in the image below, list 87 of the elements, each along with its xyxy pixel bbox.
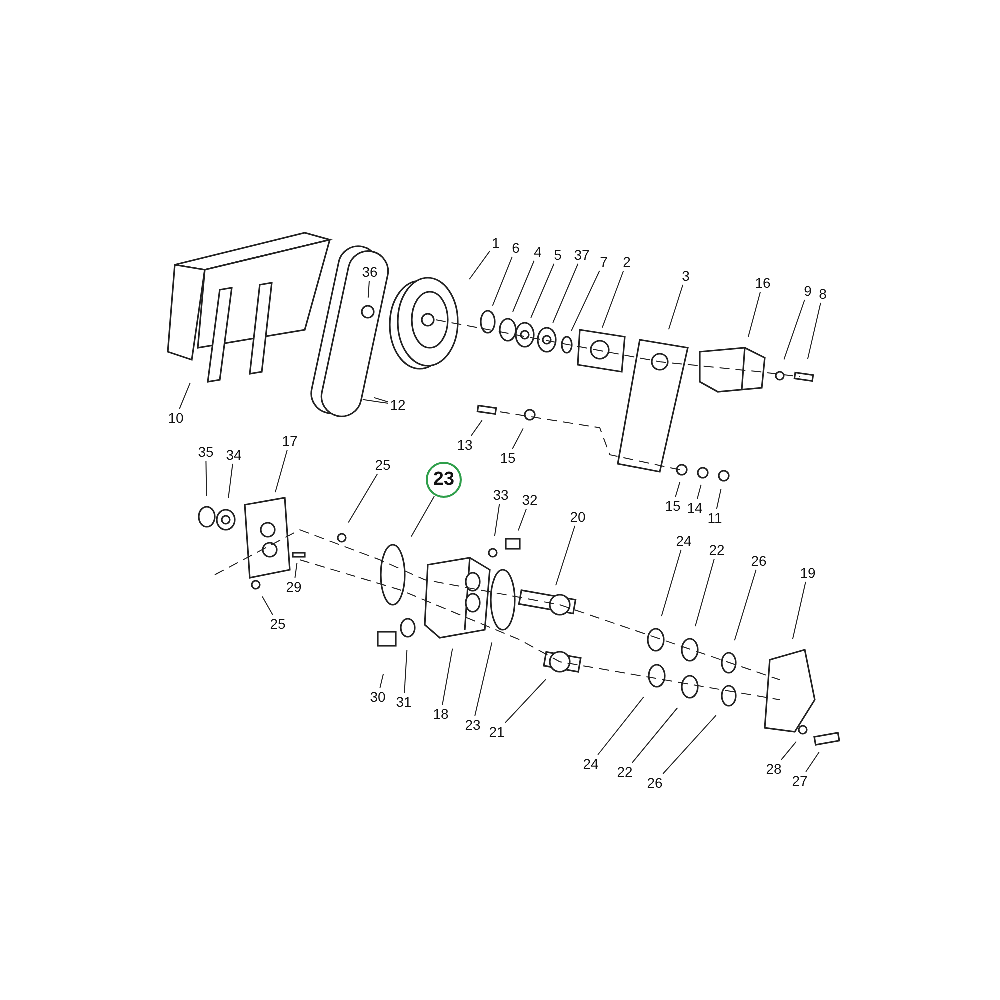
leader-line <box>602 270 624 328</box>
leader-line <box>512 260 535 312</box>
callout-number: 25 <box>269 616 287 632</box>
leader-line <box>512 428 524 450</box>
leader-line <box>716 488 722 510</box>
leader-line <box>294 562 298 578</box>
leader-line <box>697 484 702 500</box>
leader-line <box>695 558 715 627</box>
callout-number: 5 <box>553 247 563 263</box>
leader-line <box>530 264 555 318</box>
leader-line <box>206 460 208 496</box>
callout-number: 15 <box>499 450 517 466</box>
callout-number: 35 <box>197 444 215 460</box>
callout-number: 8 <box>818 286 828 302</box>
callout-number: 2 <box>622 254 632 270</box>
callout-number: 26 <box>750 553 768 569</box>
callout-number: 31 <box>395 694 413 710</box>
callout-number: 30 <box>369 689 387 705</box>
leader-line <box>807 302 822 360</box>
leader-line <box>675 482 681 498</box>
leader-line <box>362 399 389 404</box>
callout-number: 33 <box>492 487 510 503</box>
callout-number: 1 <box>491 235 501 251</box>
leader-line <box>474 642 493 716</box>
leader-line <box>470 420 483 436</box>
leader-line <box>411 496 435 538</box>
callout-number: 17 <box>281 433 299 449</box>
leader-line <box>348 474 378 524</box>
callout-number: 22 <box>616 764 634 780</box>
leader-line <box>492 256 513 306</box>
leader-line <box>598 696 644 756</box>
callout-number: 4 <box>533 244 543 260</box>
callout-number: 27 <box>791 773 809 789</box>
leader-line <box>374 397 389 403</box>
leader-line <box>262 596 274 616</box>
callout-number: 24 <box>582 756 600 772</box>
leader-line <box>228 464 234 499</box>
leader-line <box>380 674 384 688</box>
leader-line <box>469 250 491 280</box>
leader-line <box>494 504 500 537</box>
callout-number: 23 <box>426 462 462 498</box>
callout-number: 36 <box>361 264 379 280</box>
callout-number: 28 <box>765 761 783 777</box>
callout-number: 11 <box>706 510 724 526</box>
callout-number: 19 <box>799 565 817 581</box>
leader-line <box>179 382 191 410</box>
leader-line <box>504 679 547 724</box>
leader-line <box>442 648 454 706</box>
callout-number: 34 <box>225 447 243 463</box>
leader-line <box>368 280 370 298</box>
callout-number: 13 <box>456 437 474 453</box>
leader-line <box>781 741 797 760</box>
leader-line <box>571 270 600 332</box>
leader-line <box>748 292 762 338</box>
callout-number: 21 <box>488 724 506 740</box>
leader-line <box>518 508 528 532</box>
callout-number: 22 <box>708 542 726 558</box>
leader-line <box>734 570 757 642</box>
callout-number: 12 <box>389 397 407 413</box>
callout-number: 26 <box>646 775 664 791</box>
callout-number: 3 <box>681 268 691 284</box>
leader-line <box>806 752 820 772</box>
callout-number: 16 <box>754 275 772 291</box>
callout-number: 24 <box>675 533 693 549</box>
callout-number: 7 <box>599 254 609 270</box>
leader-line <box>784 300 806 360</box>
callout-number: 23 <box>464 717 482 733</box>
callout-number: 32 <box>521 492 539 508</box>
leader-line <box>668 284 684 330</box>
callout-number: 15 <box>664 498 682 514</box>
callout-number: 18 <box>432 706 450 722</box>
callout-number: 10 <box>167 410 185 426</box>
leader-line <box>792 582 806 640</box>
leader-line <box>661 550 682 617</box>
callout-number: 25 <box>374 457 392 473</box>
callout-number: 37 <box>573 247 591 263</box>
callout-number: 9 <box>803 283 813 299</box>
leader-line <box>662 715 717 774</box>
leader-line <box>552 264 579 324</box>
leader-line <box>275 450 288 493</box>
leader-line <box>404 650 408 694</box>
leader-line <box>632 708 678 764</box>
callout-number: 14 <box>686 500 704 516</box>
callout-number: 29 <box>285 579 303 595</box>
leader-line <box>556 526 576 586</box>
callout-number: 20 <box>569 509 587 525</box>
callout-number: 6 <box>511 240 521 256</box>
